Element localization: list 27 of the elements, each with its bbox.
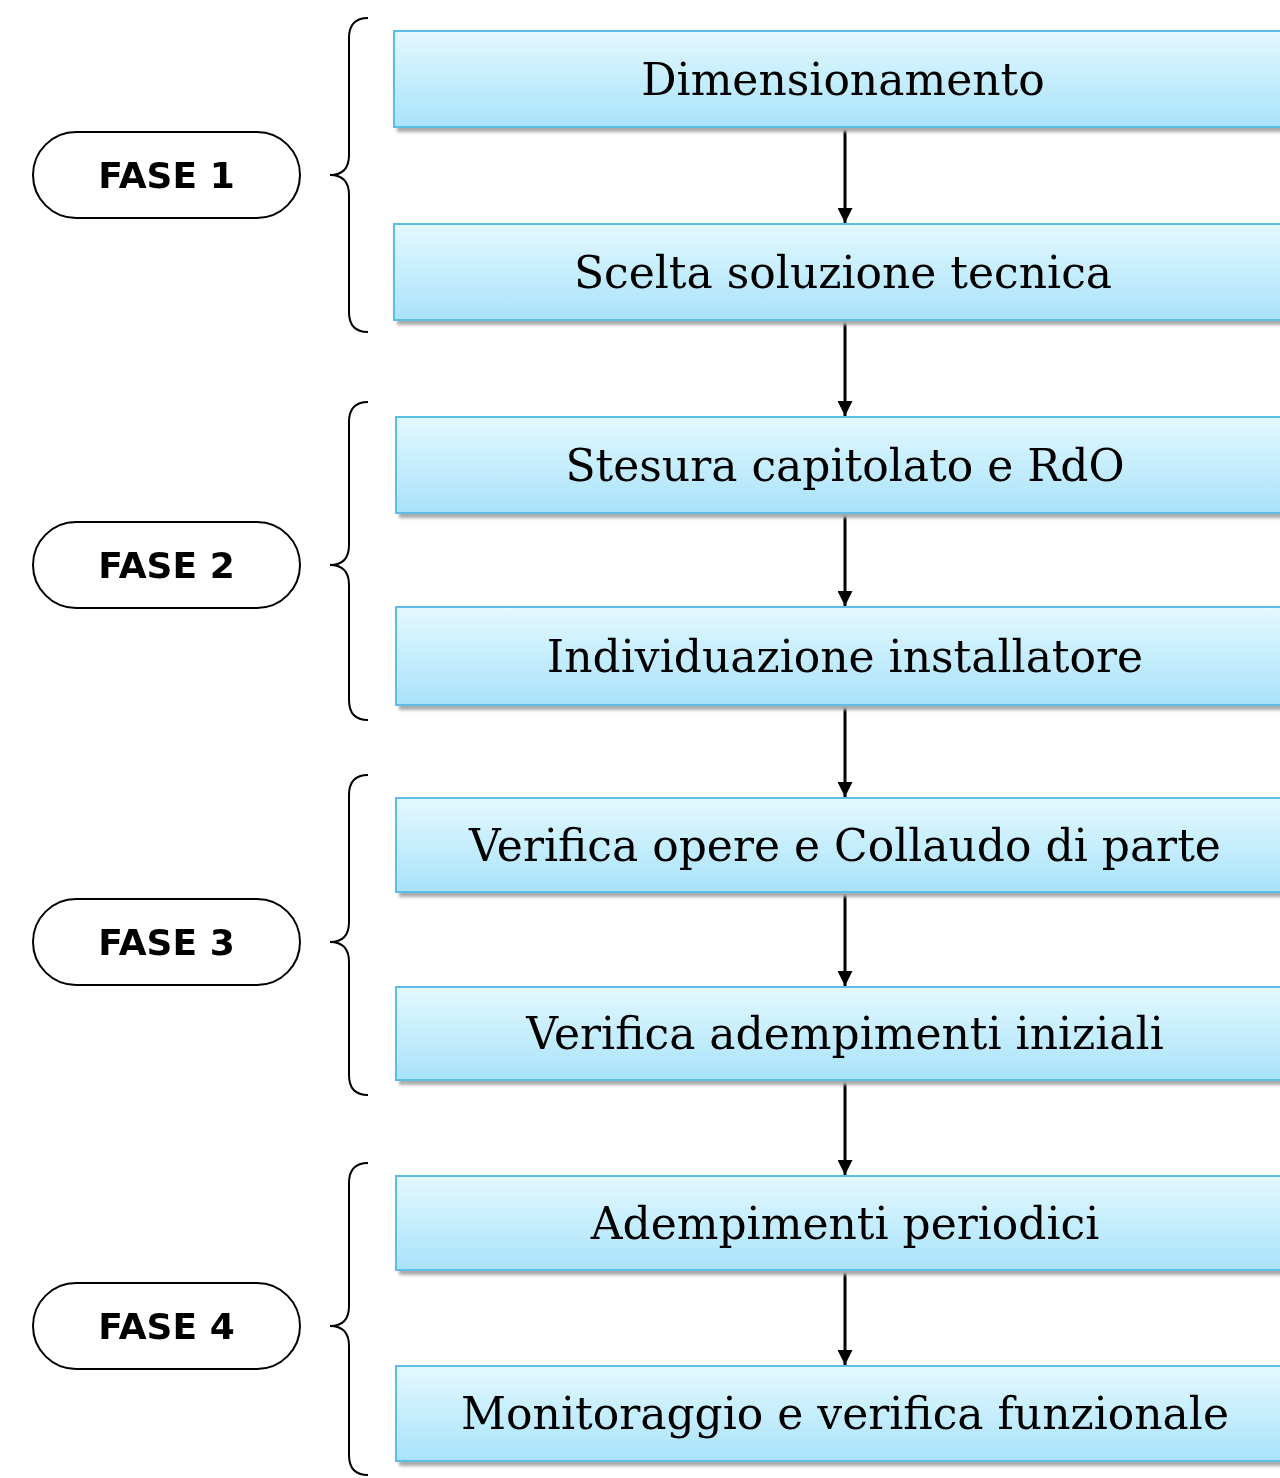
- arrow: [837, 1271, 853, 1365]
- box-label: Monitoraggio e verifica funzionale: [461, 1388, 1229, 1439]
- box-label: FASE 1: [98, 154, 235, 196]
- box-label: Individuazione installatore: [546, 630, 1144, 682]
- box-label: FASE 4: [98, 1305, 235, 1347]
- arrow: [837, 706, 853, 797]
- box-label: Verifica opere e Collaudo di parte: [469, 819, 1221, 871]
- box-label: FASE 3: [98, 921, 235, 963]
- arrow: [837, 514, 853, 606]
- box-label: Adempimenti periodici: [590, 1197, 1100, 1249]
- arrow: [837, 1081, 853, 1175]
- process-box: [395, 1365, 1280, 1462]
- process-box: [393, 30, 1280, 128]
- process-box: [395, 986, 1280, 1081]
- process-box: [395, 1175, 1280, 1271]
- arrow: [837, 128, 853, 223]
- box-label: Scelta soluzione tecnica: [573, 246, 1112, 298]
- box-label: Stesura capitolato e RdO: [565, 439, 1125, 491]
- process-box: [395, 797, 1280, 893]
- box-label: Dimensionamento: [641, 53, 1045, 105]
- process-box: [393, 223, 1280, 321]
- box-label: Verifica adempimenti iniziali: [526, 1008, 1164, 1059]
- arrow: [837, 893, 853, 986]
- process-box: [395, 416, 1280, 514]
- box-label: FASE 2: [98, 544, 235, 586]
- arrow: [837, 321, 853, 416]
- process-box: [395, 606, 1280, 706]
